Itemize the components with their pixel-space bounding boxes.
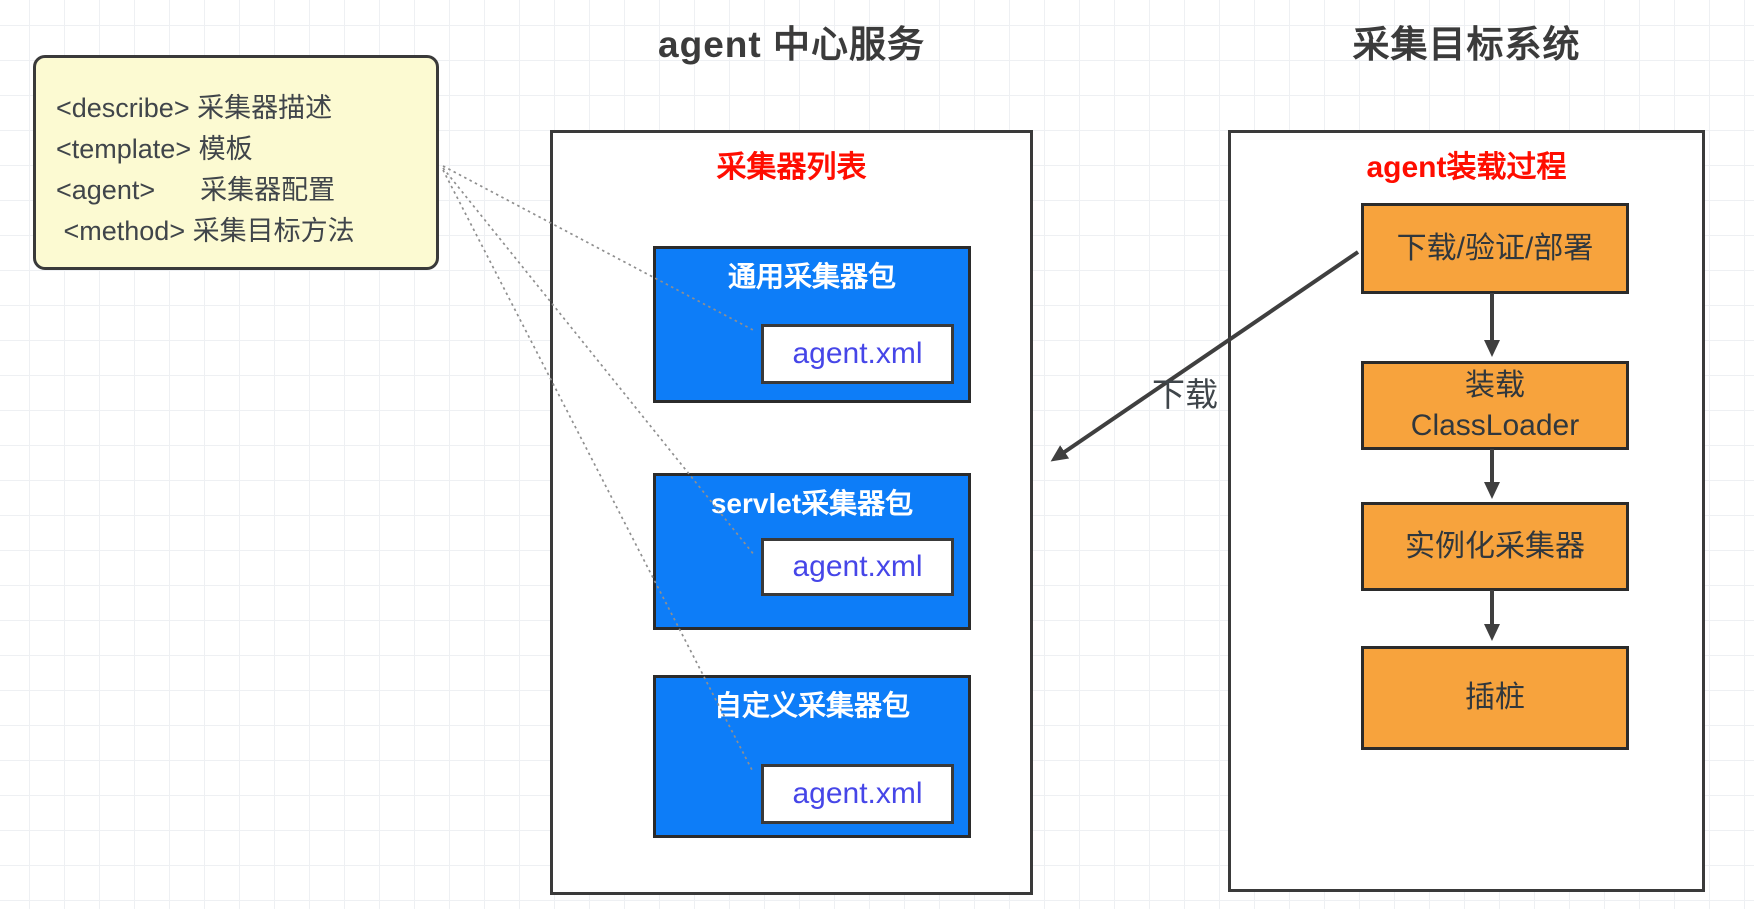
note-line-method: <method> 采集目标方法 [56,216,355,246]
agent-load-panel: agent装载过程 下载/验证/部署 装载 ClassLoader 实例化采集器… [1228,130,1705,892]
agent-xml-box: agent.xml [761,538,954,596]
note-line-describe: <describe> 采集器描述 [56,93,333,123]
target-system-title: 采集目标系统 [1352,24,1581,65]
step-label: 装载 [1465,368,1525,402]
package-card-servlet: servlet采集器包 agent.xml [653,473,971,630]
note-line-agent: <agent> 采集器配置 [56,175,336,205]
download-arrow-label: 下载 [1152,376,1218,413]
agent-xml-box: agent.xml [761,764,954,824]
note-line-template: <template> 模板 [56,134,253,164]
agent-load-title: agent装载过程 [1366,151,1567,184]
agent-xml-box: agent.xml [761,324,954,384]
package-title: 通用采集器包 [727,261,896,292]
agent-xml-label: agent.xml [792,550,923,583]
package-card-custom: 自定义采集器包 agent.xml [653,675,971,838]
agent-xml-label: agent.xml [792,337,923,370]
step-label: 实例化采集器 [1405,529,1585,563]
step-box-instrument: 插桩 [1361,646,1629,750]
agent-xml-label: agent.xml [792,777,923,810]
collector-list-panel: 采集器列表 通用采集器包 agent.xml servlet采集器包 agent… [550,130,1033,895]
step-box-classloader: 装载 ClassLoader [1361,361,1629,450]
package-title: 自定义采集器包 [713,690,910,721]
step-box-instantiate: 实例化采集器 [1361,502,1629,591]
collector-list-title: 采集器列表 [716,151,867,184]
center-service-title: agent 中心服务 [658,24,925,65]
step-label: 插桩 [1465,681,1525,714]
step-box-download-verify-deploy: 下载/验证/部署 [1361,203,1629,294]
package-title: servlet采集器包 [710,488,914,519]
step-label: ClassLoader [1410,408,1580,442]
package-card-generic: 通用采集器包 agent.xml [653,246,971,403]
step-label: 下载/验证/部署 [1396,231,1594,265]
xml-note: <describe> 采集器描述 <template> 模板 <agent> 采… [33,55,439,270]
